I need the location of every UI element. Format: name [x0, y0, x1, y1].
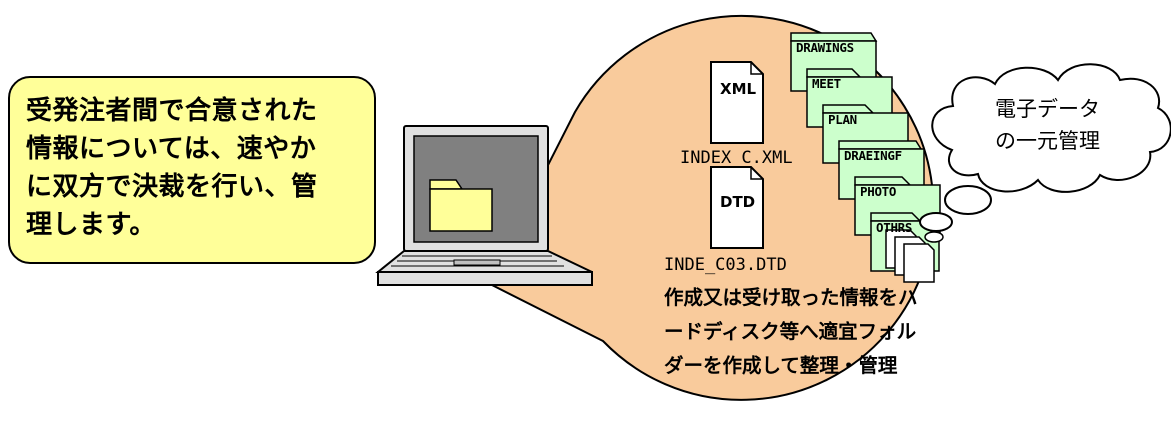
note-line-2: 情報については、速やか — [26, 134, 317, 164]
folder-label-photo: PHOTO — [860, 184, 897, 199]
folder-label-plan: PLAN — [828, 112, 857, 127]
xml-filename: INDEX_C.XML — [680, 148, 793, 168]
dtd-document-icon — [710, 166, 764, 249]
dtd-icon-label: DTD — [720, 193, 756, 211]
bubble-line-2: ードディスク等へ適宜フォル — [664, 320, 917, 343]
folder-label-drawings: DRAWINGS — [796, 40, 854, 55]
stacked-pages-icon — [885, 229, 935, 283]
dtd-filename: INDE_C03.DTD — [664, 255, 787, 275]
xml-document-icon — [710, 61, 764, 144]
folder-label-othrs: OTHRS — [876, 220, 913, 235]
thought-line-2: の一元管理 — [995, 129, 1100, 153]
bubble-caption: 作成又は受け取った情報をハ ードディスク等へ適宜フォル ダーを作成して整理・管理 — [664, 281, 918, 383]
bubble-line-3: ダーを作成して整理・管理 — [664, 354, 898, 377]
note-box: 受発注者間で合意された 情報については、速やか に双方で決裁を行い、管 理します… — [8, 76, 376, 264]
note-line-4: 理します。 — [26, 210, 156, 240]
folder-label-draeingf: DRAEINGF — [844, 148, 902, 163]
note-line-1: 受発注者間で合意された — [26, 96, 318, 126]
thought-cloud-icon — [919, 63, 1171, 243]
folder-icon — [429, 179, 493, 232]
folder-label-meet: MEET — [812, 76, 841, 91]
thought-line-1: 電子データ — [995, 97, 1100, 121]
thought-cloud-text: 電子データ の一元管理 — [995, 93, 1100, 157]
laptop-computer-icon — [375, 125, 593, 286]
note-line-3: に双方で決裁を行い、管 — [26, 172, 318, 202]
xml-icon-label: XML — [720, 80, 757, 98]
bubble-line-1: 作成又は受け取った情報をハ — [664, 286, 918, 309]
